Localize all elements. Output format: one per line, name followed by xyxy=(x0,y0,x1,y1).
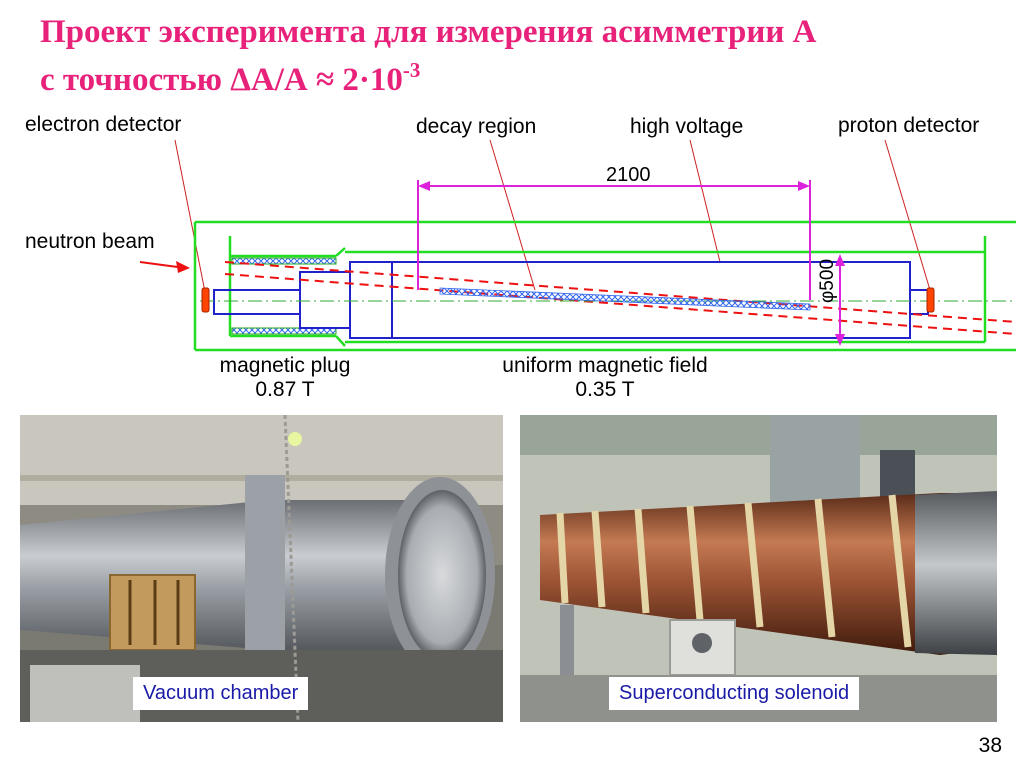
label-uniform-field-group: uniform magnetic field 0.35 T xyxy=(470,354,740,402)
title-formula: с точностью ΔА/А ≈ 2·10 xyxy=(40,62,403,98)
neutron-beam xyxy=(139,261,1017,335)
plug-coil-bottom xyxy=(231,327,337,335)
photo-superconducting-solenoid: Superconducting solenoid xyxy=(520,415,997,722)
dimension-length xyxy=(417,180,811,300)
leader-high-voltage xyxy=(689,139,721,263)
label-diameter-500: φ500 xyxy=(817,258,839,304)
label-high-voltage: high voltage xyxy=(630,115,744,138)
label-neutron-beam: neutron beam xyxy=(25,230,155,253)
caption-vacuum-chamber: Vacuum chamber xyxy=(133,677,309,710)
label-uniform-field: uniform magnetic field xyxy=(502,354,708,377)
decay-region-area xyxy=(439,287,811,311)
experiment-schematic xyxy=(139,139,1017,352)
leader-electron-detector xyxy=(174,139,206,293)
electron-detector-marker xyxy=(201,287,210,313)
label-magnetic-plug-value: 0.87 T xyxy=(255,378,315,401)
dimension-diameter xyxy=(835,254,845,346)
label-decay-region: decay region xyxy=(416,115,537,138)
leader-decay-region xyxy=(489,139,536,291)
caption-superconducting-solenoid: Superconducting solenoid xyxy=(609,677,860,710)
page-number: 38 xyxy=(978,734,1002,757)
label-proton-detector: proton detector xyxy=(838,114,980,137)
leader-proton-detector xyxy=(884,139,931,291)
label-magnetic-plug: magnetic plug xyxy=(219,354,351,377)
label-electron-detector: electron detector xyxy=(25,113,182,136)
plug-coil-top xyxy=(231,257,337,265)
solenoid-outline xyxy=(193,220,1016,352)
photo-vacuum-chamber: Vacuum chamber xyxy=(20,415,503,722)
slide-title-line2: с точностью ΔА/А ≈ 2·10-3 xyxy=(40,58,420,99)
slide-title-line1: Проект эксперимента для измерения асимме… xyxy=(40,14,817,50)
label-magnetic-plug-group: magnetic plug 0.87 T xyxy=(195,354,375,402)
label-uniform-field-value: 0.35 T xyxy=(575,378,635,401)
label-length-2100: 2100 xyxy=(606,164,651,186)
proton-detector-marker xyxy=(926,287,935,313)
title-exponent: -3 xyxy=(402,58,421,82)
